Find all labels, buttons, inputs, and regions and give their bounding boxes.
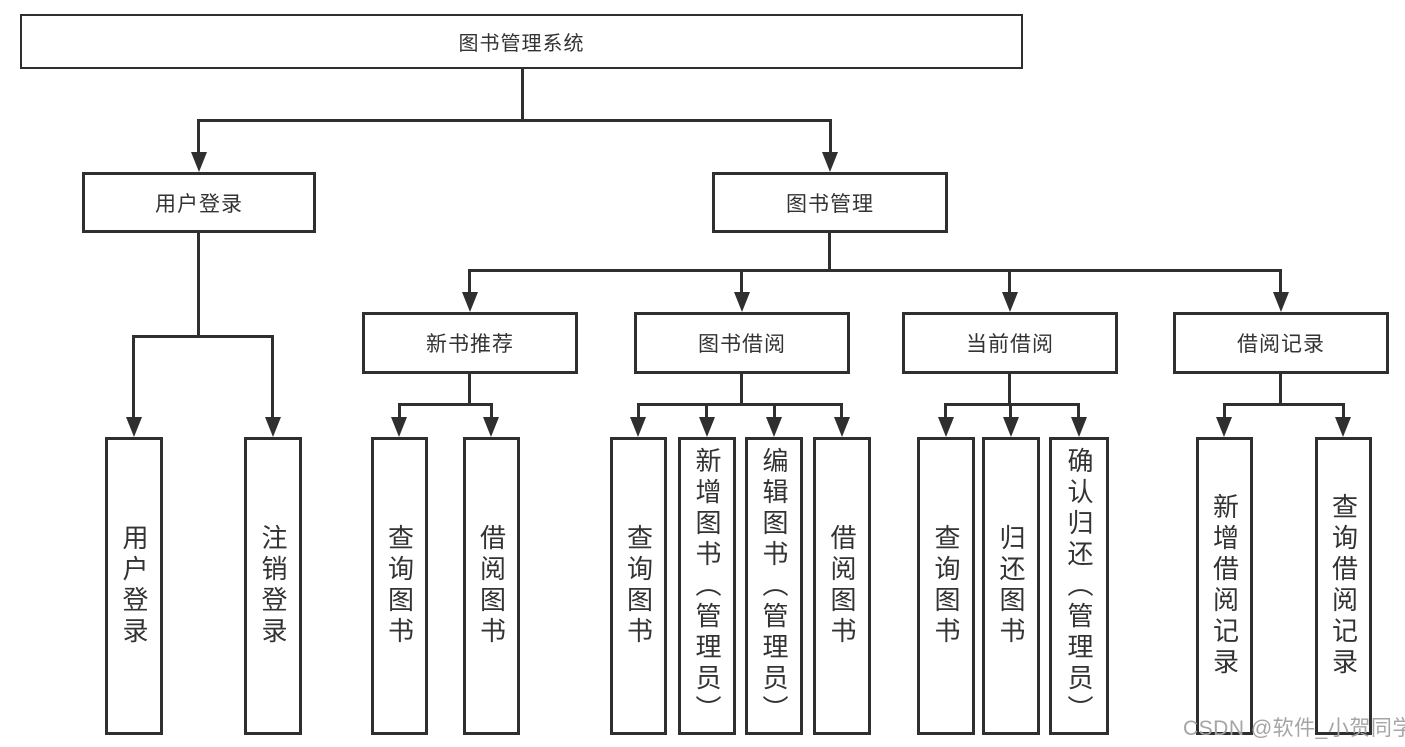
connector-line [1009, 403, 1012, 420]
connector-line [468, 269, 471, 295]
arrow-down-icon [1002, 292, 1018, 312]
connector-line [773, 403, 776, 420]
connector-line [1008, 374, 1011, 406]
leaf-query-books-borrow-label: 查询图书 [623, 524, 654, 648]
leaf-edit-books-admin-label: 编辑图书（管理员） [759, 446, 789, 726]
arrow-down-icon [938, 417, 954, 437]
leaf-confirm-return-admin: 确认归还（管理员） [1049, 437, 1109, 735]
csdn-watermark: CSDN @软件_小贺同学 [1183, 717, 1405, 740]
arrow-down-icon [126, 417, 142, 437]
arrow-down-icon [1216, 417, 1232, 437]
arrow-down-icon [766, 417, 782, 437]
arrow-down-icon [1273, 292, 1289, 312]
arrow-down-icon [1003, 417, 1019, 437]
connector-line [740, 269, 743, 295]
leaf-borrow-books-newbook-label: 借阅图书 [476, 524, 507, 648]
leaf-query-books-current-label: 查询图书 [931, 524, 961, 648]
connector-line [944, 403, 947, 420]
arrow-down-icon [699, 417, 715, 437]
connector-line [1077, 403, 1080, 420]
node-book-borrowing: 图书借阅 [634, 312, 850, 374]
connector-line [1279, 374, 1282, 406]
connector-line [398, 403, 401, 420]
leaf-query-borrow-record: 查询借阅记录 [1315, 437, 1372, 735]
connector-line [1342, 403, 1345, 420]
connector-line [637, 403, 843, 406]
connector-line [197, 233, 200, 338]
connector-line [828, 233, 831, 272]
arrow-down-icon [483, 417, 499, 437]
connector-line [271, 335, 274, 420]
connector-line [1279, 269, 1282, 295]
connector-line [398, 403, 493, 406]
connector-line [468, 374, 471, 406]
leaf-return-books: 归还图书 [982, 437, 1040, 735]
connector-line [1223, 403, 1226, 420]
arrow-down-icon [391, 417, 407, 437]
leaf-add-books-admin-label: 新增图书（管理员） [692, 446, 722, 726]
node-new-book-recommend: 新书推荐 [362, 312, 578, 374]
node-book-management: 图书管理 [712, 172, 948, 233]
connector-line [829, 119, 832, 155]
arrow-down-icon [265, 417, 281, 437]
leaf-borrow-books-label: 借阅图书 [827, 524, 857, 648]
leaf-query-books-borrow: 查询图书 [610, 437, 667, 735]
leaf-add-books-admin: 新增图书（管理员） [678, 437, 736, 735]
connector-line [637, 403, 640, 420]
arrow-down-icon [1071, 417, 1087, 437]
connector-line [705, 403, 708, 420]
connector-line [1008, 269, 1011, 295]
leaf-user-login: 用户登录 [105, 437, 163, 735]
connector-line [490, 403, 493, 420]
leaf-borrow-books-newbook: 借阅图书 [463, 437, 520, 735]
arrow-down-icon [462, 292, 478, 312]
connector-line [1223, 403, 1345, 406]
leaf-user-login-label: 用户登录 [119, 524, 149, 648]
node-library-system: 图书管理系统 [20, 14, 1023, 69]
arrow-down-icon [834, 417, 850, 437]
connector-line [197, 119, 200, 155]
connector-line [740, 374, 743, 406]
leaf-return-books-label: 归还图书 [996, 524, 1026, 648]
arrow-down-icon [630, 417, 646, 437]
node-user-login: 用户登录 [82, 172, 316, 233]
connector-line [944, 403, 1080, 406]
leaf-query-books-newbook-label: 查询图书 [384, 524, 415, 648]
leaf-add-borrow-record: 新增借阅记录 [1196, 437, 1253, 735]
connector-line [840, 403, 843, 420]
leaf-query-books-newbook: 查询图书 [371, 437, 428, 735]
connector-line [132, 335, 274, 338]
arrow-down-icon [822, 152, 838, 172]
connector-line [198, 119, 832, 122]
connector-line [521, 68, 524, 121]
leaf-query-borrow-record-label: 查询借阅记录 [1328, 493, 1359, 679]
leaf-query-books-current: 查询图书 [917, 437, 975, 735]
leaf-add-borrow-record-label: 新增借阅记录 [1209, 493, 1240, 679]
leaf-confirm-return-admin-label: 确认归还（管理员） [1064, 446, 1094, 726]
leaf-logout: 注销登录 [244, 437, 302, 735]
arrow-down-icon [1335, 417, 1351, 437]
arrow-down-icon [734, 292, 750, 312]
connector-line [469, 269, 1282, 272]
node-current-borrowing: 当前借阅 [902, 312, 1118, 374]
arrow-down-icon [191, 152, 207, 172]
leaf-edit-books-admin: 编辑图书（管理员） [745, 437, 803, 735]
node-borrowing-records: 借阅记录 [1173, 312, 1389, 374]
leaf-borrow-books: 借阅图书 [813, 437, 871, 735]
connector-line [132, 335, 135, 420]
leaf-logout-label: 注销登录 [258, 524, 288, 648]
